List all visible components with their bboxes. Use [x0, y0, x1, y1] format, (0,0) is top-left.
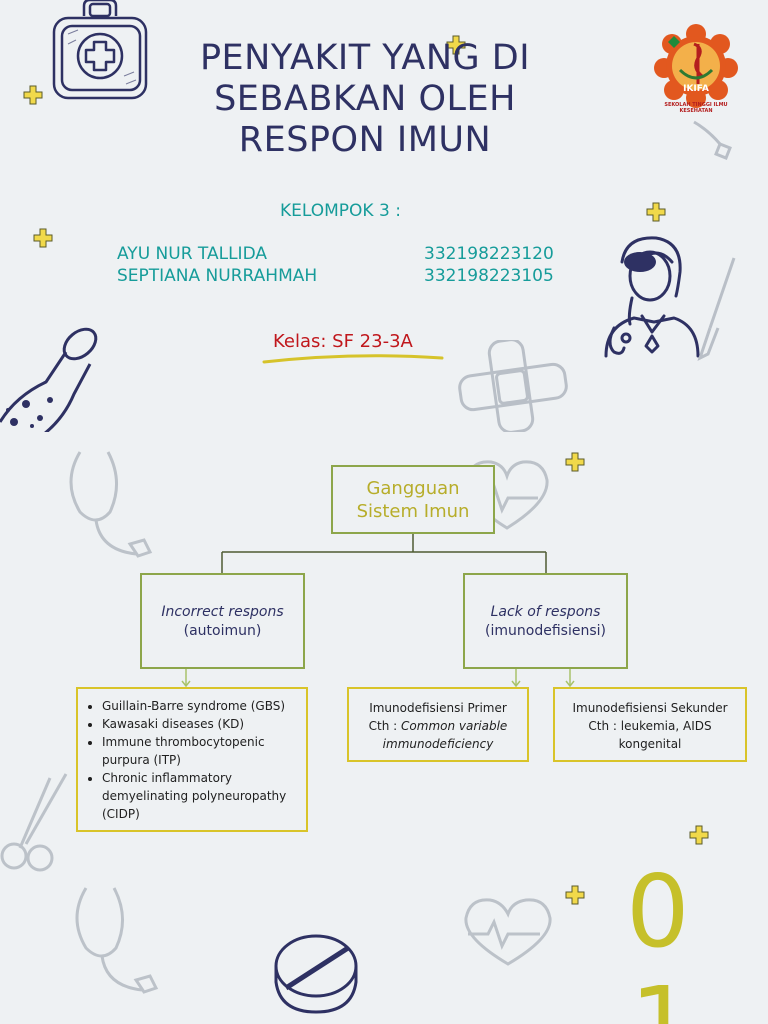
underline-decoration — [262, 354, 444, 364]
page-number-digit: 0 — [626, 853, 690, 970]
flask-icon — [0, 327, 98, 432]
sparkle-icon — [446, 35, 466, 55]
primary-title: Imunodefisiensi Primer — [369, 701, 507, 715]
primary-example: Cth : Common variable immunodeficiency — [353, 717, 523, 753]
member-name: SEPTIANA NURRAHMAH — [117, 266, 318, 286]
stethoscope-icon — [75, 887, 159, 994]
autoimmune-node: Incorrect respons (autoimun) — [140, 573, 305, 669]
scalpel-icon — [697, 257, 736, 361]
stethoscope-icon — [69, 451, 153, 558]
sparkle-icon — [565, 885, 585, 905]
sparkle-icon — [646, 202, 666, 222]
college-logo: IKIFA SEKOLAH TINGGI ILMU KESEHATAN — [654, 24, 738, 114]
list-item: Immune thrombocytopenic purpura (ITP) — [102, 733, 298, 769]
sparkle-icon — [23, 85, 43, 105]
secondary-title: Imunodefisiensi Sekunder — [572, 701, 728, 715]
list-item: Guillain-Barre syndrome (GBS) — [102, 697, 298, 715]
title-line: SEBABKAN OLEH — [214, 79, 516, 119]
immunodeficiency-node-subtitle: (imunodefisiensi) — [485, 623, 606, 639]
heart-icon — [464, 898, 552, 966]
primary-immunodeficiency-box: Imunodefisiensi Primer Cth : Common vari… — [347, 687, 529, 762]
autoimmune-list-box: Guillain-Barre syndrome (GBS) Kawasaki d… — [76, 687, 308, 832]
logo-text: IKIFA — [683, 84, 709, 94]
diagram-connectors — [181, 534, 575, 688]
bandage-icon — [458, 340, 568, 432]
root-node-line: Sistem Imun — [356, 501, 470, 522]
sparkle-icon — [565, 452, 585, 472]
group-label: KELOMPOK 3 : — [280, 201, 401, 221]
autoimmune-list: Guillain-Barre syndrome (GBS) Kawasaki d… — [80, 697, 298, 823]
nurse-icon — [604, 236, 700, 358]
slide-2: Gangguan Sistem Imun Incorrect respons (… — [0, 434, 768, 1024]
immunodeficiency-node-title: Lack of respons — [490, 604, 601, 620]
primary-example-prefix: Cth : — [368, 719, 402, 733]
sparkle-icon — [689, 825, 709, 845]
autoimmune-node-subtitle: (autoimun) — [183, 623, 262, 639]
slide-1: PENYAKIT YANG DI SEBABKAN OLEH RESPON IM… — [0, 0, 768, 432]
member-id: 332198223120 — [424, 244, 554, 264]
scissors-icon — [0, 773, 68, 872]
first-aid-kit-icon — [52, 0, 148, 100]
page-number-digit: 1 — [630, 965, 694, 1024]
title-line: RESPON IMUN — [238, 120, 492, 160]
member-id: 332198223105 — [424, 266, 554, 286]
primary-example-text: Common variable immunodeficiency — [382, 719, 508, 751]
autoimmune-node-title: Incorrect respons — [161, 604, 284, 620]
root-node-line: Gangguan — [366, 478, 460, 499]
list-item: Kawasaki diseases (KD) — [102, 715, 298, 733]
title-line: PENYAKIT YANG DI — [199, 38, 531, 78]
root-node: Gangguan Sistem Imun — [331, 465, 495, 534]
secondary-immunodeficiency-box: Imunodefisiensi Sekunder Cth : leukemia,… — [553, 687, 747, 762]
logo-emblem-icon — [654, 24, 738, 108]
logo-caption: SEKOLAH TINGGI ILMU KESEHATAN — [664, 102, 728, 114]
immunodeficiency-node: Lack of respons (imunodefisiensi) — [463, 573, 628, 669]
secondary-example: Cth : leukemia, AIDS kongenital — [588, 719, 712, 751]
class-label: Kelas: SF 23-3A — [273, 331, 413, 352]
member-name: AYU NUR TALLIDA — [117, 244, 267, 264]
sparkle-icon — [33, 228, 53, 248]
pill-icon — [274, 934, 358, 1014]
tool-icon — [693, 120, 732, 160]
list-item: Chronic inflammatory demyelinating polyn… — [102, 769, 298, 823]
slide-title: PENYAKIT YANG DI SEBABKAN OLEH RESPON IM… — [150, 38, 580, 161]
